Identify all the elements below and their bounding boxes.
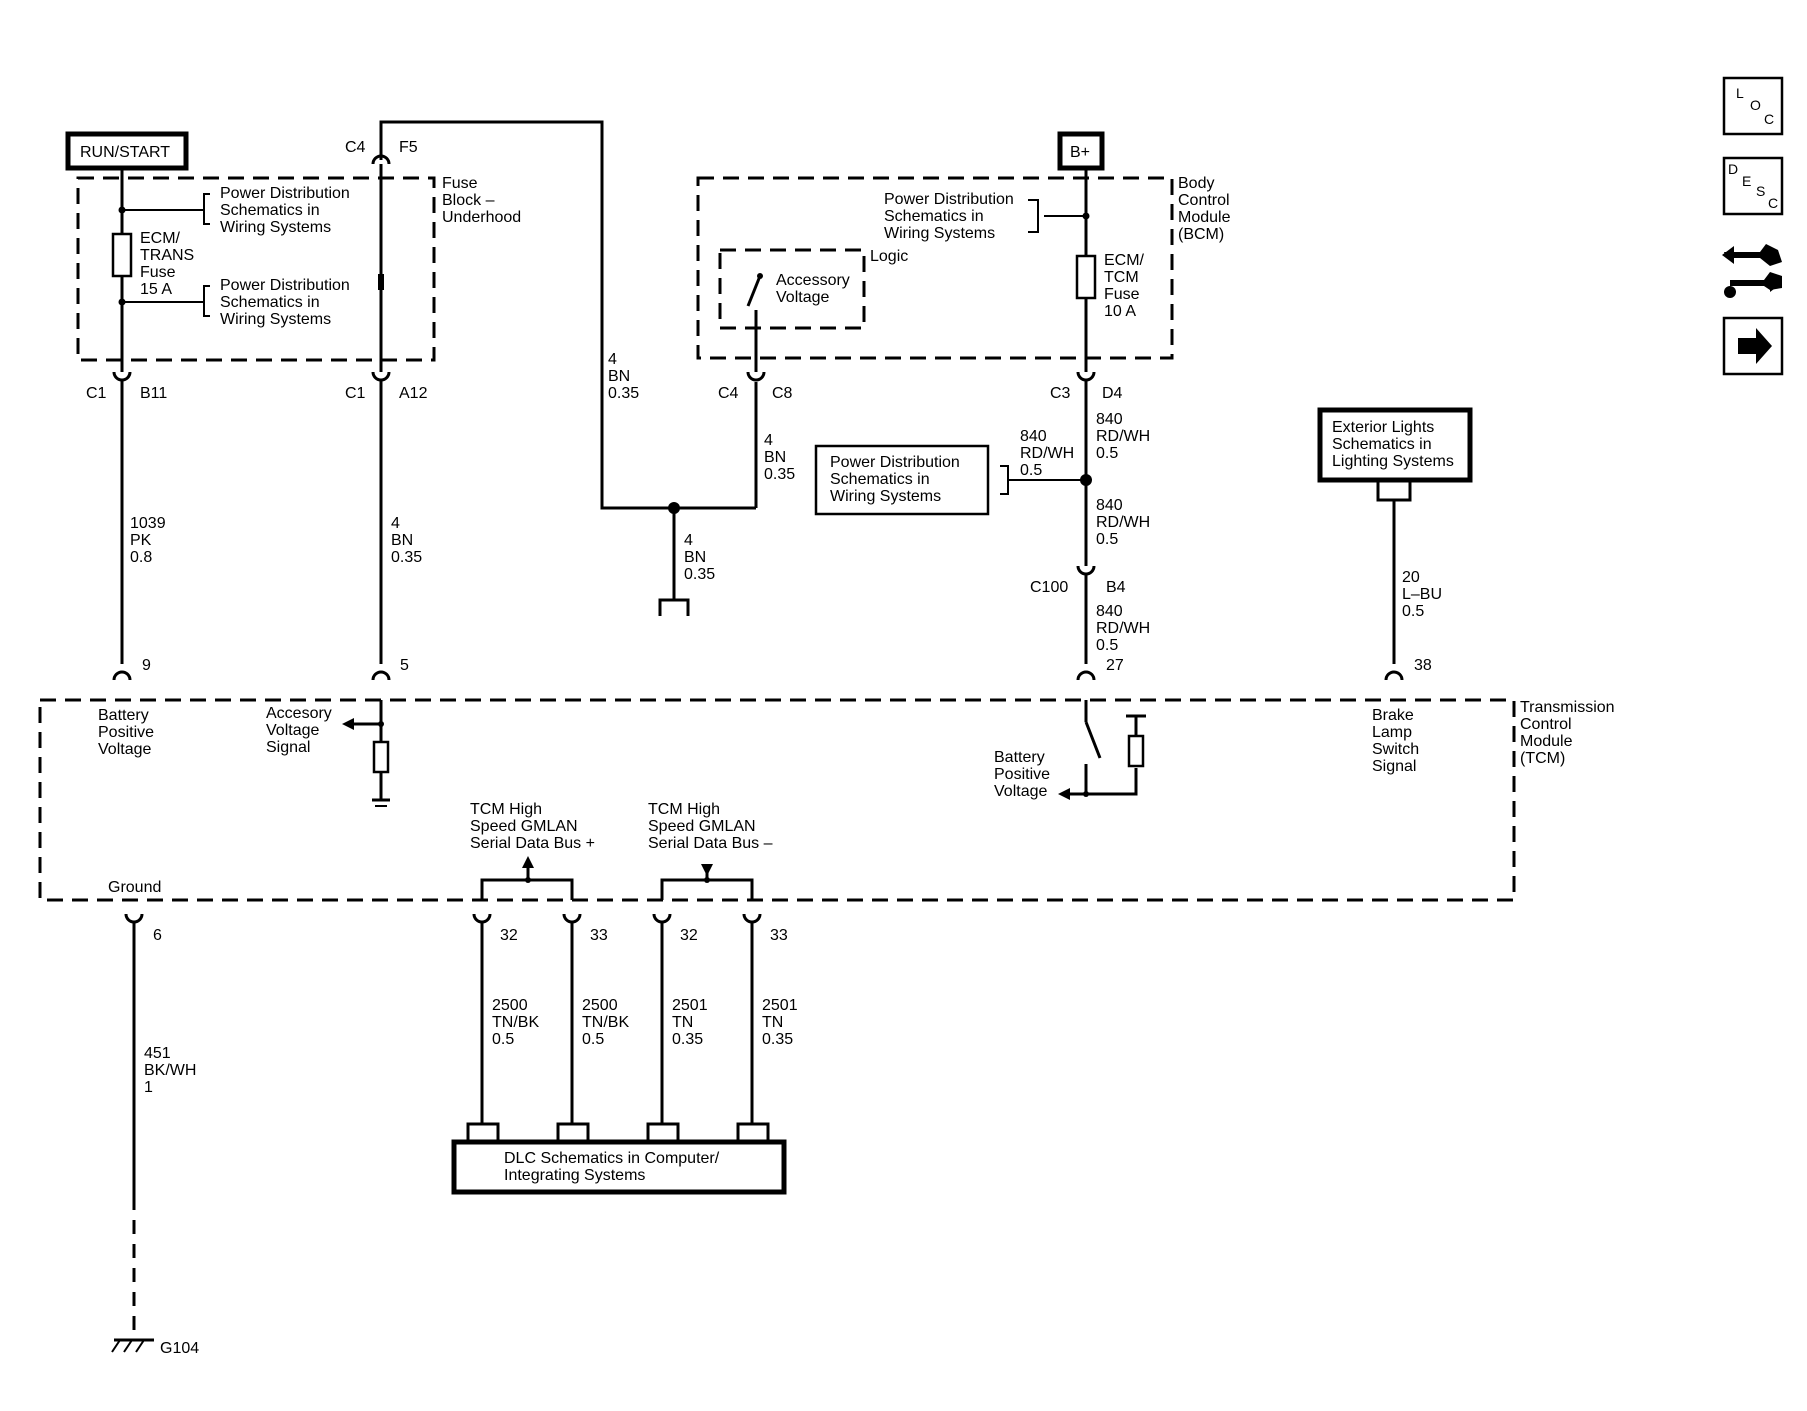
ground-g104: G104 bbox=[160, 1340, 199, 1357]
pin-33b: 33 bbox=[770, 927, 788, 944]
wire-4-bn-top: 4 BN 0.35 bbox=[608, 351, 639, 402]
b-plus-label: B+ bbox=[1070, 144, 1090, 161]
svg-text:S: S bbox=[1756, 183, 1765, 199]
tcm-accessory-signal: Accesory Voltage Signal bbox=[266, 705, 336, 756]
wire-840-a: 840 RD/WH 0.5 bbox=[1096, 411, 1155, 462]
tcm-ground-label: Ground bbox=[108, 879, 161, 896]
pin-27: 27 bbox=[1106, 657, 1124, 674]
svg-text:O: O bbox=[1750, 97, 1761, 113]
svg-text:E: E bbox=[1742, 173, 1751, 189]
ecm-trans-fuse bbox=[111, 232, 133, 278]
pin-33a: 33 bbox=[590, 927, 608, 944]
ecm-trans-fuse-label: ECM/ TRANS Fuse 15 A bbox=[140, 230, 199, 298]
fuse-block-ref2: Power Distribution Schematics in Wiring … bbox=[220, 277, 354, 328]
connector-c1-a12: C1 bbox=[345, 385, 366, 402]
bcm-ref: Power Distribution Schematics in Wiring … bbox=[884, 191, 1018, 242]
b-plus-box bbox=[1057, 131, 1105, 171]
wire-840-b: 840 RD/WH 0.5 bbox=[1096, 497, 1155, 548]
loc-button[interactable]: L O C bbox=[1722, 76, 1784, 136]
tcm-bus-minus: TCM High Speed GMLAN Serial Data Bus – bbox=[648, 801, 773, 852]
wire-2501-a: 2501 TN 0.35 bbox=[672, 997, 712, 1048]
desc-button[interactable]: D E S C bbox=[1722, 156, 1784, 216]
power-dist-ref: Power Distribution Schematics in Wiring … bbox=[830, 454, 964, 505]
power-dist-ref-box bbox=[814, 444, 990, 516]
exterior-lights-ref-box bbox=[1317, 407, 1473, 483]
pin-9: 9 bbox=[142, 657, 151, 674]
logic-outline bbox=[718, 248, 866, 330]
wire-840-left: 840 RD/WH 0.5 bbox=[1020, 428, 1079, 479]
wire-4-bn-splice: 4 BN 0.35 bbox=[684, 532, 715, 583]
pin-38: 38 bbox=[1414, 657, 1432, 674]
wire-1039-label: 1039 PK 0.8 bbox=[130, 515, 170, 566]
tcm-brake-signal: Brake Lamp Switch Signal bbox=[1372, 707, 1424, 775]
fuse-block-name: Fuse Block – Underhood bbox=[442, 175, 521, 226]
run-start-label: RUN/START bbox=[80, 144, 170, 161]
wire-4-bn-a12: 4 BN 0.35 bbox=[391, 515, 422, 566]
connector-c100: C100 bbox=[1030, 579, 1068, 596]
bcm-accessory-voltage: Accessory Voltage bbox=[776, 272, 854, 306]
tcm-outline bbox=[38, 698, 1516, 902]
wire-2500-b: 2500 TN/BK 0.5 bbox=[582, 997, 634, 1048]
bcm-outline bbox=[696, 176, 1174, 360]
connector-c8: C8 bbox=[772, 385, 793, 402]
connector-wrench-icon[interactable] bbox=[1722, 244, 1782, 298]
pin-32a: 32 bbox=[500, 927, 518, 944]
pin-6: 6 bbox=[153, 927, 162, 944]
svg-text:C: C bbox=[1764, 111, 1774, 127]
ecm-tcm-fuse-label: ECM/ TCM Fuse 10 A bbox=[1104, 252, 1148, 320]
connector-d4: D4 bbox=[1102, 385, 1123, 402]
arrow-right-icon[interactable] bbox=[1722, 316, 1784, 376]
fuse-block-outline bbox=[76, 176, 436, 362]
dlc-ref-box bbox=[451, 1139, 787, 1195]
wire-840-c: 840 RD/WH 0.5 bbox=[1096, 603, 1155, 654]
svg-text:L: L bbox=[1736, 85, 1744, 101]
wire-451: 451 BK/WH 1 bbox=[144, 1045, 201, 1096]
connector-b4: B4 bbox=[1106, 579, 1126, 596]
tcm-name: Transmission Control Module (TCM) bbox=[1520, 699, 1619, 767]
svg-text:D: D bbox=[1728, 161, 1738, 177]
fuse-block-ref1: Power Distribution Schematics in Wiring … bbox=[220, 185, 354, 236]
run-start-box bbox=[65, 131, 189, 171]
wire-2500-a: 2500 TN/BK 0.5 bbox=[492, 997, 544, 1048]
wire-4-bn-c8: 4 BN 0.35 bbox=[764, 432, 795, 483]
svg-text:C: C bbox=[1768, 195, 1778, 211]
tcm-battery-left: Battery Positive Voltage bbox=[98, 707, 158, 758]
bcm-name: Body Control Module (BCM) bbox=[1178, 175, 1235, 243]
ecm-tcm-fuse bbox=[1075, 254, 1097, 300]
connector-c3: C3 bbox=[1050, 385, 1071, 402]
logic-label: Logic bbox=[870, 248, 908, 265]
pin-5: 5 bbox=[400, 657, 409, 674]
tcm-bus-plus: TCM High Speed GMLAN Serial Data Bus + bbox=[470, 801, 595, 852]
connector-b11: B11 bbox=[140, 385, 167, 402]
connector-a12: A12 bbox=[399, 385, 428, 402]
wire-2501-b: 2501 TN 0.35 bbox=[762, 997, 802, 1048]
connector-c1: C1 bbox=[86, 385, 107, 402]
pin-32b: 32 bbox=[680, 927, 698, 944]
connector-c4: C4 bbox=[718, 385, 739, 402]
connector-c4-top: C4 bbox=[345, 139, 366, 156]
exterior-lights-ref: Exterior Lights Schematics in Lighting S… bbox=[1332, 419, 1454, 470]
tcm-battery-right: Battery Positive Voltage bbox=[994, 749, 1054, 800]
wire-20-lbu: 20 L–BU 0.5 bbox=[1402, 569, 1446, 620]
connector-f5: F5 bbox=[399, 139, 418, 156]
dlc-ref: DLC Schematics in Computer/ Integrating … bbox=[504, 1150, 724, 1184]
